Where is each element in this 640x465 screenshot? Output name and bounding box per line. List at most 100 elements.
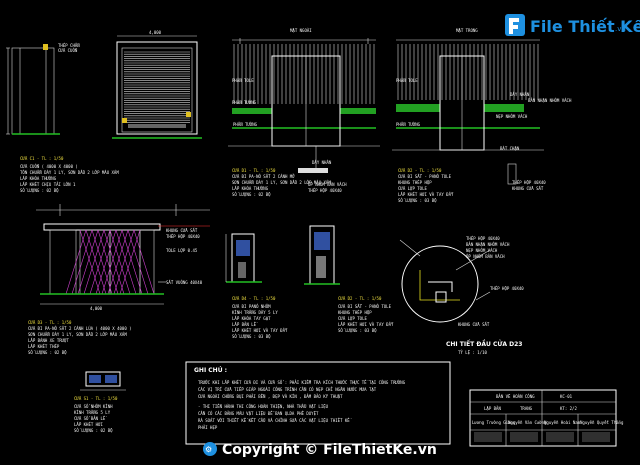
cad-line (97, 229, 119, 295)
detail-dau-cua: THÉP HỘP 40X40 BẢN NHẬN NHÔM VÁCH NẸP NH… (399, 236, 524, 327)
door-c1-elevation: 4,000 (112, 30, 202, 139)
svg-text:SỐ LƯỢNG : 03 BỘ: SỐ LƯỢNG : 03 BỘ (338, 328, 377, 333)
label-nep-nhom: NẸP NHÔM VÁCH (496, 114, 528, 119)
cad-line (101, 229, 123, 295)
caption-s1: CỬA S1 - TL : 1/50 (74, 396, 118, 401)
door-d3-elevation: 4,000 KHUNG CỬA SẮT THÉP HỘP 40X40 TOLE … (36, 204, 210, 311)
watermark-title: File Thiết Kế (530, 17, 640, 36)
svg-text:CỬA ĐI SẮT - PANÔ TOLE: CỬA ĐI SẮT - PANÔ TOLE (398, 174, 452, 179)
cad-line (133, 229, 155, 295)
svg-text:CỬA ĐI PA-NÔ SẮT 2 CÁNH LÙA (: CỬA ĐI PA-NÔ SẮT 2 CÁNH LÙA ( 4000 X 400… (28, 326, 132, 331)
svg-text:CỬA SỔ NHÔM KÍNH: CỬA SỔ NHÔM KÍNH (74, 404, 113, 409)
svg-text:Nguyễn Hoài Nam: Nguyễn Hoài Nam (544, 420, 581, 425)
svg-text:Nguyễn Quyết Thắng: Nguyễn Quyết Thắng (580, 420, 624, 425)
cad-line (113, 229, 135, 295)
window-s1-elevation (80, 371, 126, 391)
title-block: BẢN VẼ HOÀN CÔNG KC-01 LẬP BẢN TRANG KT:… (469, 389, 624, 447)
svg-text:Lương Trường Giang: Lương Trường Giang (472, 420, 516, 425)
svg-text:SƠN CHUẨN DÀY 1 LY, SƠN DẦU 2: SƠN CHUẨN DÀY 1 LY, SƠN DẦU 2 LỚP MÀU XÁ… (232, 180, 331, 185)
svg-text:THÉP HỘP 40X40: THÉP HỘP 40X40 (490, 286, 524, 291)
svg-text:SẮT VUÔNG 40X40: SẮT VUÔNG 40X40 (166, 280, 203, 285)
label-op-nhom: ỐP NHÔM BẢN VÁCH (308, 182, 347, 187)
label-mat-trong: MẶT TRONG (456, 28, 478, 33)
crosshatch-panels (65, 229, 155, 295)
label-phan-tuong: PHẦN TƯỜNG (232, 100, 257, 105)
door-c1-section: THÉP CHẤN CỬA CUỐN (6, 43, 80, 135)
svg-text:LẮP KHÉT HƠI VÀ TAY ĐẨY: LẮP KHÉT HƠI VÀ TAY ĐẨY (398, 192, 454, 197)
caption-detail: CHI TIẾT ĐẦU CỬA D23 (446, 339, 522, 348)
svg-text:KT: 2/2: KT: 2/2 (560, 406, 577, 411)
svg-text:SƠN CHUẨN DÀY 1 LY, SƠN DẦU 2: SƠN CHUẨN DÀY 1 LY, SƠN DẦU 2 LỚP MÀU XÁ… (28, 332, 127, 337)
svg-text:ỐP NHÔM BẢN VÁCH: ỐP NHÔM BẢN VÁCH (466, 254, 505, 259)
ghichu-panel: GHI CHÚ : TRƯỚC KHI LẮP KHÉT CỬA ĐI VÀ C… (185, 361, 451, 445)
svg-text:KHUNG THÉP HỘP: KHUNG THÉP HỘP (398, 180, 432, 185)
cad-line (109, 229, 131, 295)
label-mat-ngoai: MẶT NGOÀI (290, 28, 312, 33)
svg-text:SỐ LƯỢNG : 03 BỘ: SỐ LƯỢNG : 03 BỘ (232, 334, 271, 339)
svg-text:THÉP HỘP 40X40: THÉP HỘP 40X40 (512, 180, 546, 185)
caption-d3: CỬA D3 - TL : 1/50 (28, 320, 72, 325)
svg-text:CỬA CUỐN ( 4000 X 4000 ): CỬA CUỐN ( 4000 X 4000 ) (20, 164, 78, 169)
svg-text:KHUNG THÉP HỘP: KHUNG THÉP HỘP (338, 310, 372, 315)
svg-text:CÁC VỊ TRÍ CỬA TIẾP GIÁP NGOÀI: CÁC VỊ TRÍ CỬA TIẾP GIÁP NGOÀI CÔNG TRÌN… (198, 387, 377, 392)
notes-d5: CỬA ĐI SẮT - PANÔ TOLE KHUNG THÉP HỘP CỬ… (338, 304, 394, 333)
label-phan-tole: PHẦN TOLE (232, 78, 254, 83)
titleblock-code: KC-01 (560, 394, 573, 399)
svg-text:TRANG: TRANG (520, 406, 533, 411)
cad-line (65, 229, 87, 295)
titleblock-title: BẢN VẼ HOÀN CÔNG (496, 394, 535, 399)
tole-wall-left (233, 44, 375, 104)
svg-text:LẮP BẢN LỀ: LẮP BẢN LỀ (232, 322, 258, 327)
door-d5-elevation (304, 225, 340, 285)
svg-text:LẮP KHÉT THÉP: LẮP KHÉT THÉP (28, 344, 60, 349)
section-mat-ngoai: MẶT NGOÀI PHẦN TOLE PHẦN TƯỜNG PHẦN TƯỜN… (228, 28, 380, 193)
section-mat-trong: MẶT TRONG PHẦN TOLE PHẦN TƯỜNG DÂY NHÂN … (392, 28, 572, 191)
svg-text:THÉP HỘP 40X40: THÉP HỘP 40X40 (166, 234, 200, 239)
cad-line (79, 229, 101, 295)
svg-text:TRƯỚC KHI LẮP KHÉT CỬA ĐI VÀ C: TRƯỚC KHI LẮP KHÉT CỬA ĐI VÀ CỬA SỔ : PH… (198, 380, 406, 385)
svg-text:LẮP KHÓA THƯỜNG: LẮP KHÓA THƯỜNG (232, 186, 269, 191)
svg-text:SỐ LƯỢNG : 03 BỘ: SỐ LƯỢNG : 03 BỘ (398, 198, 437, 203)
cad-line (119, 229, 141, 295)
svg-text:SỐ LƯỢNG : 02 BỘ: SỐ LƯỢNG : 02 BỘ (232, 192, 271, 197)
svg-text:DÂY NHÂN: DÂY NHÂN (312, 160, 332, 165)
svg-text:- THI TIẾN HÀNH THI CÔNG HOÀN: - THI TIẾN HÀNH THI CÔNG HOÀN THIỆN, NHÀ… (198, 404, 329, 409)
svg-text:TOLE LỢP 0.45: TOLE LỢP 0.45 (166, 248, 198, 253)
svg-text:CỬA ĐI SẮT - PANÔ TOLE: CỬA ĐI SẮT - PANÔ TOLE (338, 304, 392, 309)
svg-text:⚙: ⚙ (205, 445, 212, 454)
svg-text:LẬP BẢN: LẬP BẢN (484, 406, 501, 411)
cad-line (115, 229, 137, 295)
watermark-domain: .vn (615, 25, 626, 33)
svg-text:CỬA LỢP TOLE: CỬA LỢP TOLE (398, 186, 427, 191)
svg-text:CẦN CÓ CÁC BẢNG MÀU VẬT LIỆU Đ: CẦN CÓ CÁC BẢNG MÀU VẬT LIỆU ĐỂ BAN QLDA… (198, 411, 319, 416)
watermark-footer-text: Copyright © FileThietKe.vn (222, 442, 437, 458)
cad-line (89, 229, 111, 295)
notes-s1: CỬA SỔ NHÔM KÍNH KÍNH TRẮNG 5 LY CỬA SỔ … (74, 404, 113, 433)
notes-d1-center: CỬA D1 - TL : 1/50 CỬA ĐI PA-NÔ SẮT 2 CÁ… (232, 168, 331, 197)
notes-d4: CỬA ĐI PANÔ NHÔM KÍNH TRẮNG DÀY 5 LY LẮP… (232, 304, 288, 339)
svg-text:PHẦN TƯỜNG: PHẦN TƯỜNG (396, 122, 421, 127)
svg-text:LẮP KHÉT HƠI VÀ TAY ĐẨY: LẮP KHÉT HƠI VÀ TAY ĐẨY (232, 328, 288, 333)
dim-d3-width: 4,000 (90, 306, 103, 311)
svg-text:LẮP KHÉT CHỊU TẢI LỚN 1: LẮP KHÉT CHỊU TẢI LỚN 1 (20, 182, 76, 187)
svg-text:LẮP BÁNH XE TRƯỢT: LẮP BÁNH XE TRƯỢT (28, 338, 70, 343)
cad-line (121, 229, 143, 295)
svg-text:PHẢI HẸP: PHẢI HẸP (198, 425, 218, 430)
svg-text:KÍNH TRẮNG DÀY 5 LY: KÍNH TRẮNG DÀY 5 LY (232, 310, 278, 315)
notes-d2-right: CỬA D2 - TL : 1/50 CỬA ĐI SẮT - PANÔ TOL… (398, 168, 454, 203)
svg-text:KHUNG CỬA SẮT: KHUNG CỬA SẮT (166, 228, 198, 233)
ghichu-title: GHI CHÚ : (194, 367, 227, 374)
dim-c1-width: 4,000 (149, 30, 162, 35)
cad-line (83, 229, 105, 295)
svg-text:Nguyễn Văn Cường: Nguyễn Văn Cường (508, 420, 547, 425)
caption-detail-scale: TỶ LỆ : 1/10 (458, 350, 487, 355)
svg-text:SỐ LƯỢNG : 02 BỘ: SỐ LƯỢNG : 02 BỘ (20, 188, 59, 193)
caption-d4: CỬA D4 - TL : 1/50 (232, 296, 276, 301)
label-bat-chan: BÁT CHẶN (500, 146, 520, 151)
svg-text:CỬA NGOÀI CHỐNG BỤI PHẢI BỀN ,: CỬA NGOÀI CHỐNG BỤI PHẢI BỀN , ĐẸP VÀ KÍ… (198, 394, 343, 399)
svg-text:THÉP HỘP 40X40: THÉP HỘP 40X40 (308, 188, 342, 193)
svg-text:RÀ SOÁT VỚI THIẾT KẾ KẾT CẤU V: RÀ SOÁT VỚI THIẾT KẾ KẾT CẤU VÀ CHỈNH SỬ… (198, 418, 352, 423)
svg-text:BẢN NHẬN NHÔM VÁCH: BẢN NHẬN NHÔM VÁCH (466, 242, 510, 247)
svg-text:TÔN CHUẨN DÀY 1 LY, SƠN DẦU 2: TÔN CHUẨN DÀY 1 LY, SƠN DẦU 2 LỚP MÀU XÁ… (20, 170, 119, 175)
